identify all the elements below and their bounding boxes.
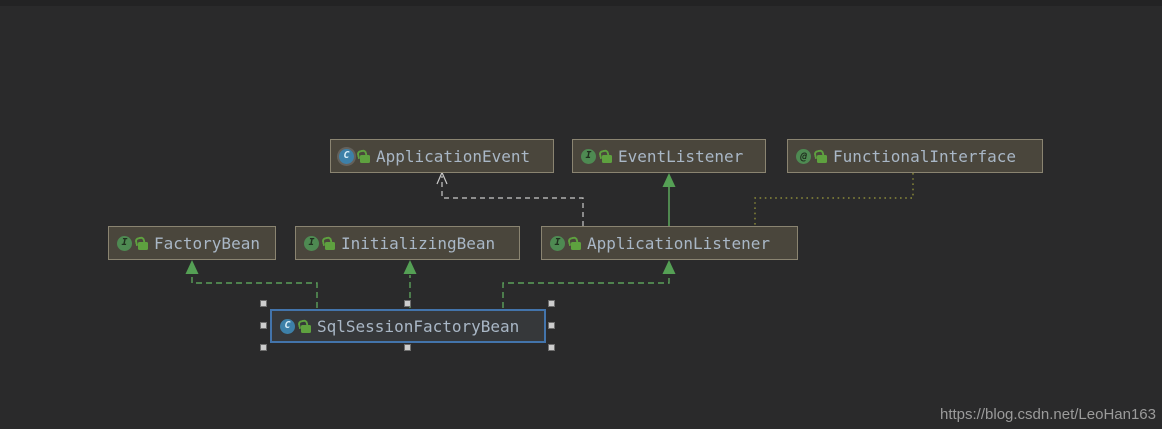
edge-dependency-applicationevent[interactable] xyxy=(441,176,584,226)
node-label: FactoryBean xyxy=(154,233,260,253)
arrowhead-implements-initializingbean xyxy=(403,260,417,274)
selection-handle-mid-left[interactable] xyxy=(260,322,267,329)
selection-handle-bottom-left[interactable] xyxy=(260,344,267,351)
public-lock-icon xyxy=(817,154,827,163)
edge-annotation-functionalinterface[interactable] xyxy=(754,173,914,226)
node-label: ApplicationListener xyxy=(587,233,771,253)
icon-letter: @ xyxy=(800,149,807,163)
class-node-initializingbean[interactable]: I InitializingBean xyxy=(295,226,520,260)
abstract-class-icon: C xyxy=(339,148,354,164)
class-icon: C xyxy=(280,318,295,334)
watermark-url: https://blog.csdn.net/LeoHan163 xyxy=(940,406,1156,423)
icon-letter: I xyxy=(121,237,128,248)
node-label: ApplicationEvent xyxy=(376,146,531,166)
arrowhead-implements-factorybean xyxy=(185,260,199,274)
public-lock-icon xyxy=(301,324,311,333)
interface-icon: I xyxy=(304,235,319,251)
public-lock-icon xyxy=(325,241,335,250)
public-lock-icon xyxy=(138,241,148,250)
interface-icon: I xyxy=(117,235,132,251)
public-lock-icon xyxy=(360,154,370,163)
icon-letter: C xyxy=(343,150,350,161)
arrowhead-extends-eventlistener xyxy=(662,173,676,187)
class-node-sqlsessionfactorybean[interactable]: C SqlSessionFactoryBean xyxy=(270,309,546,343)
class-node-functionalinterface[interactable]: @ FunctionalInterface xyxy=(787,139,1043,173)
selection-handle-bottom-right[interactable] xyxy=(548,344,555,351)
selection-handle-mid-right[interactable] xyxy=(548,322,555,329)
icon-letter: C xyxy=(284,320,291,331)
class-node-applicationevent[interactable]: C ApplicationEvent xyxy=(330,139,554,173)
top-strip xyxy=(0,0,1162,6)
selection-handle-top-right[interactable] xyxy=(548,300,555,307)
icon-letter: I xyxy=(308,237,315,248)
interface-icon: I xyxy=(550,235,565,251)
interface-icon: I xyxy=(581,148,596,164)
edge-implements-applicationlistener[interactable] xyxy=(502,275,670,308)
class-node-eventlistener[interactable]: I EventListener xyxy=(572,139,766,173)
node-label: EventListener xyxy=(618,146,744,166)
selection-handle-top-left[interactable] xyxy=(260,300,267,307)
node-label: SqlSessionFactoryBean xyxy=(317,316,520,336)
annotation-icon: @ xyxy=(796,148,811,164)
icon-letter: I xyxy=(554,237,561,248)
public-lock-icon xyxy=(602,154,612,163)
icon-letter: I xyxy=(585,150,592,161)
public-lock-icon xyxy=(571,241,581,250)
selection-handle-top-center[interactable] xyxy=(404,300,411,307)
class-node-factorybean[interactable]: I FactoryBean xyxy=(108,226,276,260)
node-label: FunctionalInterface xyxy=(833,146,1017,166)
arrowhead-implements-applicationlistener xyxy=(662,260,676,274)
node-label: InitializingBean xyxy=(341,233,496,253)
edge-implements-factorybean[interactable] xyxy=(191,275,318,308)
selection-handle-bottom-center[interactable] xyxy=(404,344,411,351)
class-node-applicationlistener[interactable]: I ApplicationListener xyxy=(541,226,798,260)
